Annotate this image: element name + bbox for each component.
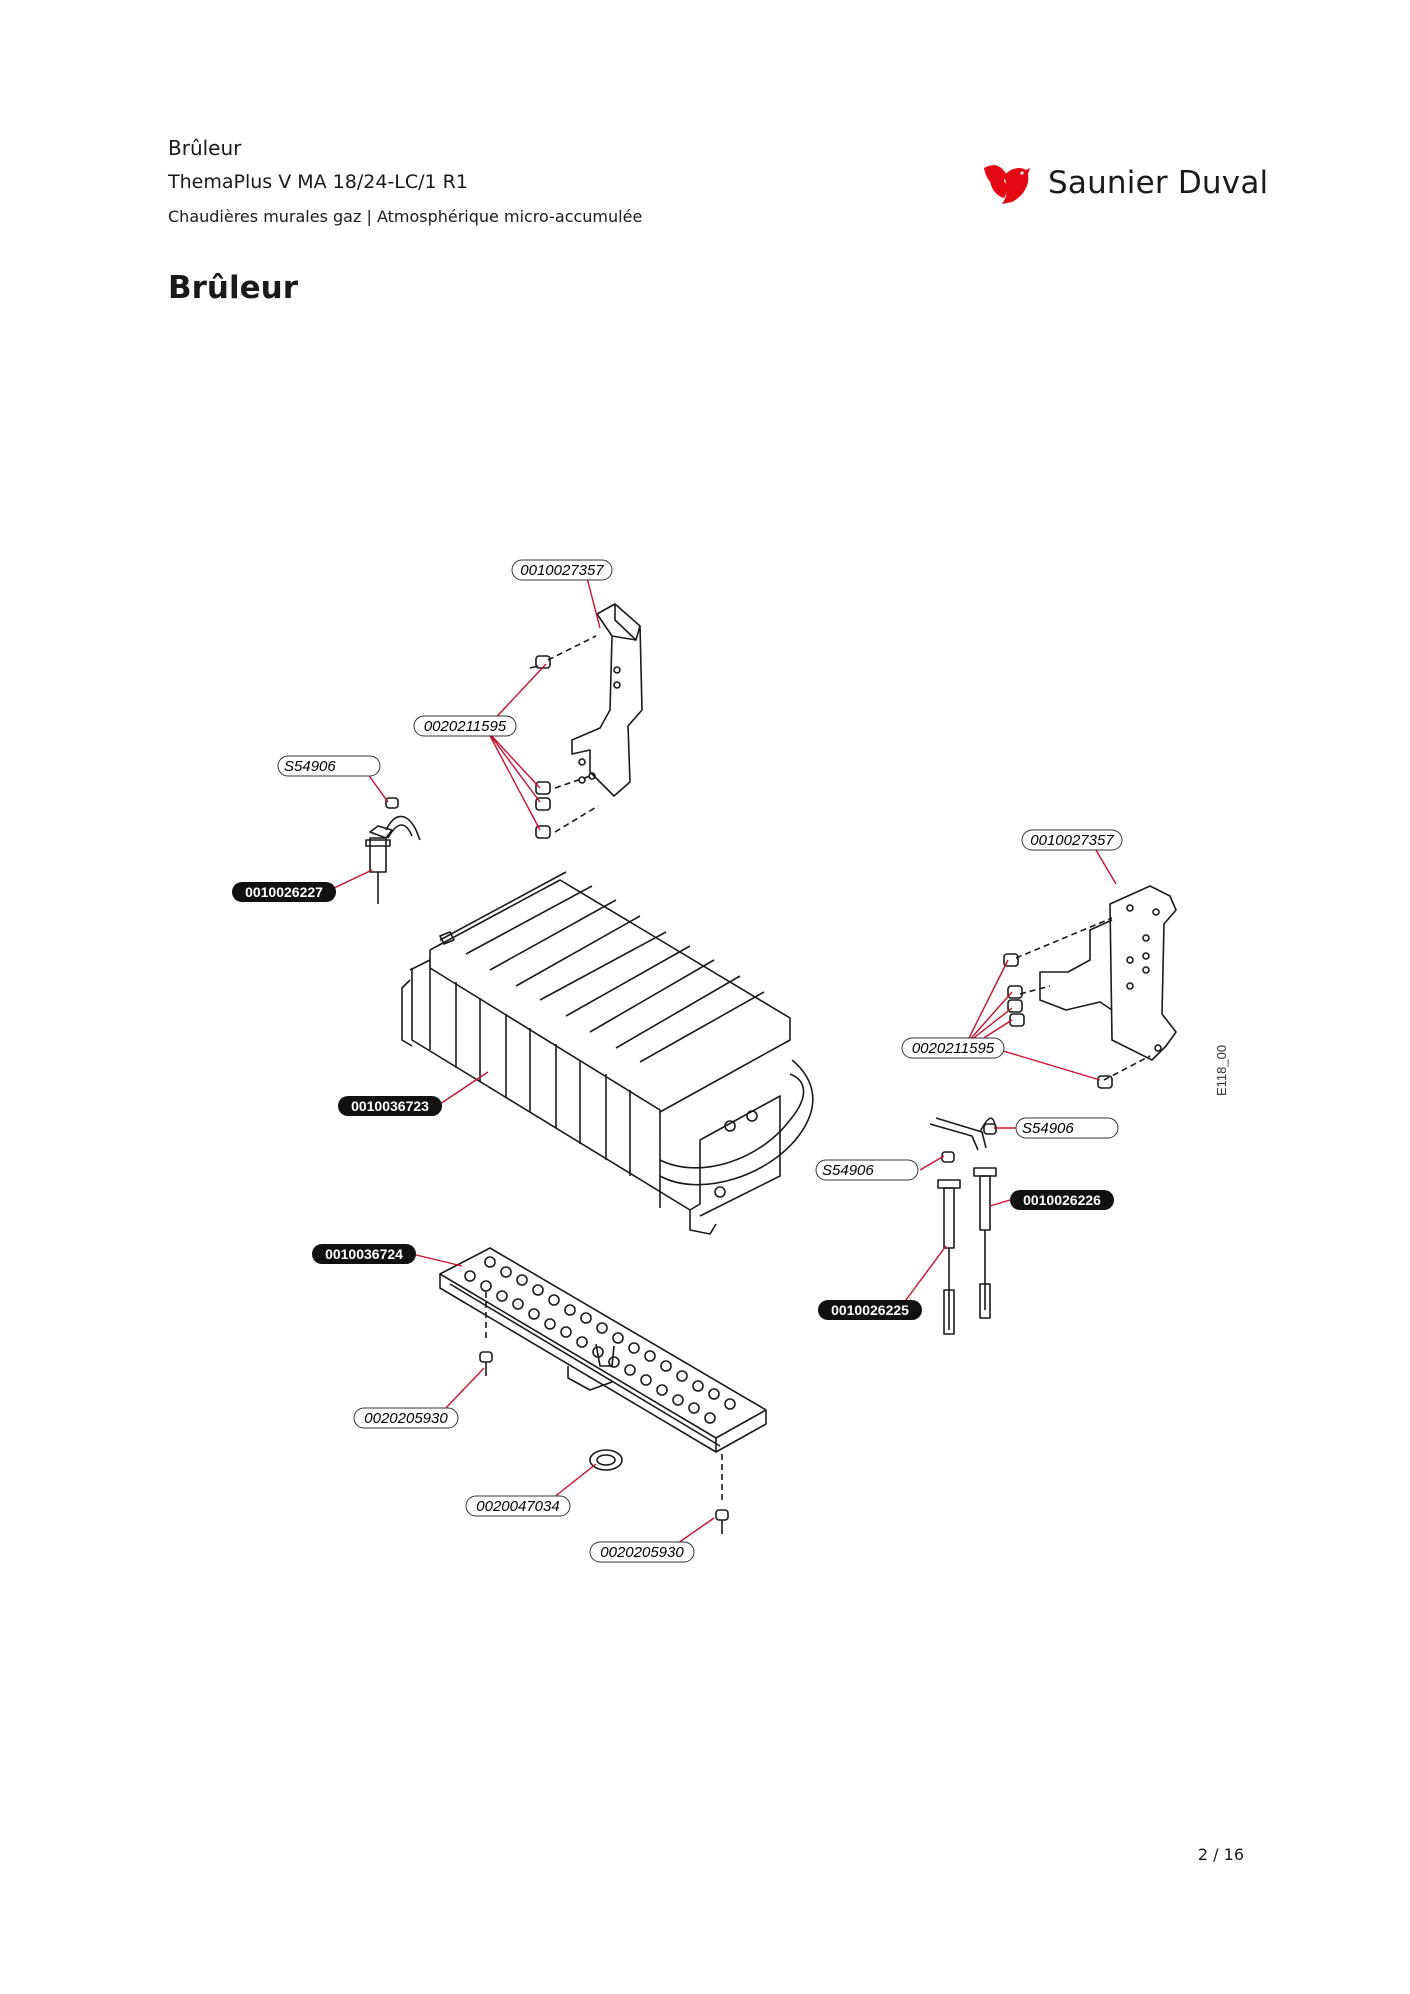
svg-text:S54906: S54906 <box>284 758 336 775</box>
exploded-parts-diagram: 0010027357 0020211595 S54906 0010027357 … <box>232 559 1229 1563</box>
part-label-screws-top: 0020211595 <box>413 715 517 737</box>
part-label-bracket-top: 0010027357 <box>511 559 613 581</box>
brand-name: Saunier Duval <box>1048 165 1269 201</box>
svg-text:0010036723: 0010036723 <box>351 1098 429 1114</box>
screws-right-drawing <box>1003 953 1113 1089</box>
bird-logo-icon <box>984 165 1030 204</box>
svg-text:0020211595: 0020211595 <box>424 718 507 735</box>
part-label-bolt-bottom: 0020205930 <box>589 1541 695 1563</box>
svg-text:0010027357: 0010027357 <box>1030 832 1114 849</box>
part-label-electrode-left: 0010026227 <box>232 882 336 902</box>
part-label-manifold: 0010036724 <box>312 1244 416 1264</box>
bolts-washer-drawing <box>479 1351 729 1534</box>
electrodes-right-drawing <box>929 1117 997 1335</box>
part-label-bracket-right: 0010027357 <box>1021 829 1123 851</box>
brand-logo: Saunier Duval <box>980 156 1268 210</box>
header-section: Brûleur <box>168 136 242 160</box>
part-label-electrode-right-b: 0010026225 <box>818 1300 922 1320</box>
figure-id: E118_00 <box>1214 1045 1229 1096</box>
header-category: Chaudières murales gaz | Atmosphérique m… <box>168 207 643 226</box>
svg-text:0010026227: 0010026227 <box>245 884 323 900</box>
part-label-washer: 0020047034 <box>465 1495 571 1517</box>
leader-lines <box>329 569 1117 1551</box>
svg-text:0020211595: 0020211595 <box>912 1040 995 1057</box>
svg-text:0010026226: 0010026226 <box>1023 1192 1101 1208</box>
svg-text:0010026225: 0010026225 <box>831 1302 909 1318</box>
part-label-screw-right-mid: S54906 <box>815 1159 919 1181</box>
page-title: Brûleur <box>168 270 298 306</box>
svg-text:0010027357: 0010027357 <box>520 562 604 579</box>
header-model: ThemaPlus V MA 18/24-LC/1 R1 <box>168 171 468 193</box>
svg-text:S54906: S54906 <box>822 1162 874 1179</box>
part-label-screw-right-top: S54906 <box>1015 1117 1119 1139</box>
svg-text:S54906: S54906 <box>1022 1120 1074 1137</box>
page-number: 2 / 16 <box>1197 1845 1244 1864</box>
svg-text:0020205930: 0020205930 <box>364 1410 448 1427</box>
bracket-right-drawing <box>1015 885 1177 1081</box>
burner-drawing <box>401 871 814 1235</box>
svg-text:0020205930: 0020205930 <box>600 1544 684 1561</box>
part-label-screws-right: 0020211595 <box>901 1037 1005 1059</box>
part-label-burner: 0010036723 <box>338 1096 442 1116</box>
bracket-top-drawing <box>547 603 643 833</box>
part-label-electrode-right-a: 0010026226 <box>1010 1190 1114 1210</box>
part-label-screw-left: S54906 <box>277 755 381 777</box>
svg-text:0010036724: 0010036724 <box>325 1246 403 1262</box>
manifold-drawing <box>439 1247 767 1500</box>
part-label-bolt-left: 0020205930 <box>353 1407 459 1429</box>
electrode-left-drawing <box>365 797 421 904</box>
screws-top-drawing <box>529 655 551 839</box>
svg-text:0020047034: 0020047034 <box>476 1498 559 1515</box>
